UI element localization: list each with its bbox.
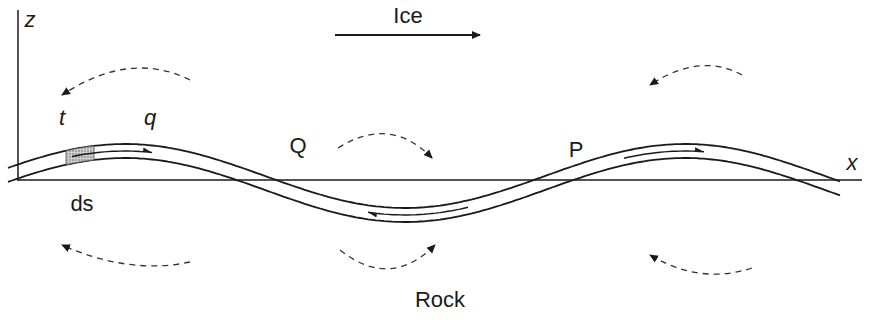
flux-arrow: [368, 207, 468, 215]
dashed-arrow: [338, 134, 432, 158]
axis-label: z: [25, 9, 36, 31]
variable-label: t: [59, 107, 65, 129]
dashed-arrow: [62, 245, 190, 266]
bed-lower-curve: [8, 158, 840, 222]
flux-arrow: [72, 151, 152, 157]
point-label: P: [569, 139, 584, 161]
dashed-arrow: [340, 245, 435, 269]
circulation-arrows: [62, 66, 752, 275]
dashed-arrow: [650, 255, 752, 274]
variable-label: q: [144, 107, 156, 129]
element-label: ds: [70, 193, 93, 215]
z-axis: [17, 10, 19, 181]
dashed-arrow: [650, 66, 742, 85]
bed-upper-curve: [8, 144, 840, 208]
axis-label: x: [847, 152, 858, 174]
dashed-arrow: [62, 68, 190, 95]
point-label: Q: [289, 135, 306, 157]
material-label: Ice: [393, 5, 422, 27]
flux-arrow: [624, 151, 704, 158]
material-label: Rock: [415, 289, 465, 311]
ice-flow-arrow: [335, 34, 480, 36]
x-axis: [18, 179, 862, 181]
